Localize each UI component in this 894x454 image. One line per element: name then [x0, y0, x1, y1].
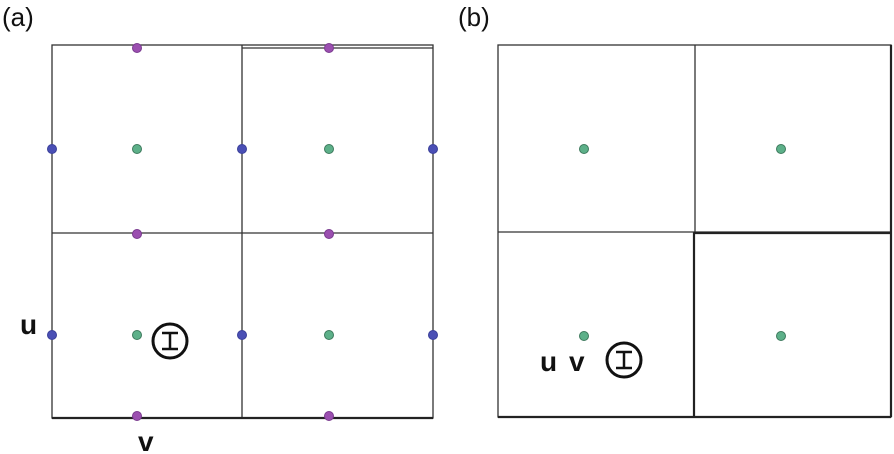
- v-point: [132, 411, 142, 421]
- v-point: [324, 229, 334, 239]
- theta-point: [324, 144, 334, 154]
- theta-circle: [605, 341, 643, 379]
- panel-b-label: (b): [458, 2, 490, 32]
- theta-point: [579, 331, 589, 341]
- u-point: [428, 330, 438, 340]
- theta-point: [324, 330, 334, 340]
- panel-a: (a) u v: [2, 2, 438, 454]
- theta-circle: [151, 322, 189, 360]
- u-point: [47, 330, 57, 340]
- u-point: [47, 144, 57, 154]
- panel-b: (b) u v: [458, 2, 893, 419]
- v-point: [324, 43, 334, 53]
- theta-point: [776, 144, 786, 154]
- theta-point: [776, 331, 786, 341]
- panel-a-label: (a): [2, 2, 34, 32]
- panel-a-u-label: u: [20, 309, 37, 340]
- panel-b-v-label: v: [569, 346, 585, 377]
- theta-point: [132, 144, 142, 154]
- u-point: [237, 330, 247, 340]
- u-point: [237, 144, 247, 154]
- u-point: [428, 144, 438, 154]
- theta-point: [132, 330, 142, 340]
- theta-point: [579, 144, 589, 154]
- panel-a-v-label: v: [138, 426, 154, 454]
- panel-a-theta-symbol: [151, 322, 189, 360]
- panel-b-theta-symbol: [605, 341, 643, 379]
- v-point: [132, 229, 142, 239]
- v-point: [324, 411, 334, 421]
- panel-b-u-label: u: [540, 346, 557, 377]
- v-point: [132, 43, 142, 53]
